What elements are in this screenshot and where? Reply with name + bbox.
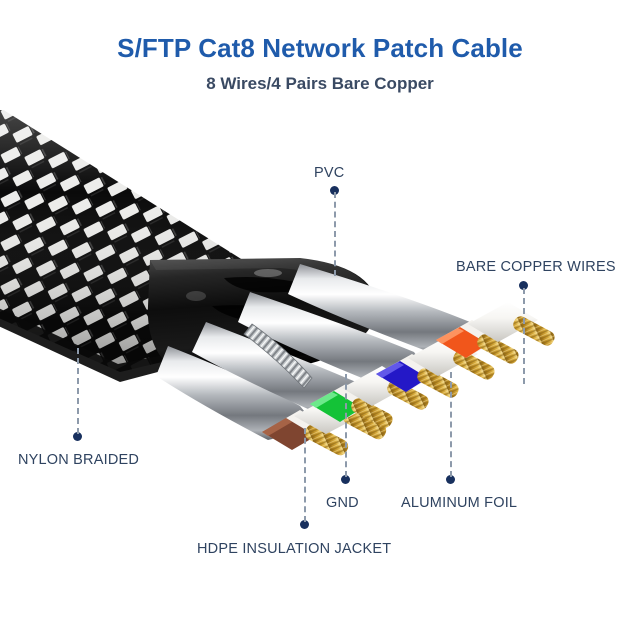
callout-label-pvc: PVC [314,165,345,181]
callout-dot-aluminum-foil [446,475,455,484]
page-title: S/FTP Cat8 Network Patch Cable [117,33,523,63]
callout-label-hdpe-insulation-jacket: HDPE INSULATION JACKET [197,541,392,557]
callout-dot-bare-copper-wires [519,281,528,290]
callout-leader-aluminum-foil [450,372,452,477]
callout-dot-nylon-braided [73,432,82,441]
cable-illustration [0,110,555,456]
callout-dot-hdpe-insulation-jacket [300,520,309,529]
foil-wrapped-pairs [156,264,486,440]
page-subtitle: 8 Wires/4 Pairs Bare Copper [206,74,434,93]
callout-leader-pvc [334,192,336,276]
callout-dot-pvc [330,186,339,195]
callout-leader-hdpe-insulation-jacket [304,428,306,522]
gnd-drain-wire [243,323,313,389]
callout-leader-bare-copper-wires [523,288,525,384]
brown-wire [262,410,349,456]
callout-leader-nylon-braided [77,348,79,434]
callout-leader-gnd [345,374,347,477]
callout-label-gnd: GND [326,495,359,511]
callout-label-bare-copper-wires: BARE COPPER WIRES [456,259,616,275]
callout-dot-gnd [341,475,350,484]
callout-label-aluminum-foil: ALUMINUM FOIL [401,495,518,511]
callout-label-nylon-braided: NYLON BRAIDED [18,452,140,468]
